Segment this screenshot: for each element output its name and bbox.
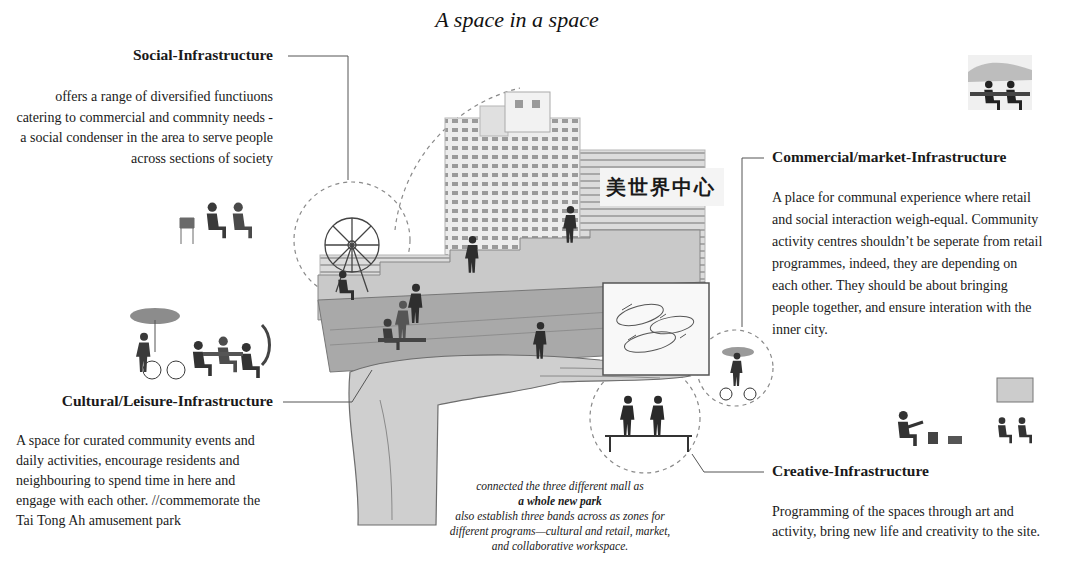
caption-note: connected the three different mall as (440, 479, 680, 494)
people (338, 206, 576, 359)
hand (380, 368, 680, 520)
bench-sitters (605, 396, 692, 452)
people (465, 236, 479, 273)
leisure-icon (262, 325, 270, 365)
creative-icon (948, 436, 962, 444)
section-body: A space for curated community events and… (16, 431, 274, 531)
people (533, 322, 547, 359)
framed-sketch (614, 300, 665, 330)
leader-lines (742, 158, 764, 327)
framed-sketch (614, 300, 695, 356)
leisure-icon (155, 320, 156, 352)
leisure-icon (167, 361, 185, 379)
hand (349, 355, 690, 525)
framed-sketch (622, 304, 686, 340)
framed-sketch (603, 283, 709, 375)
market-icon (968, 55, 1032, 110)
people (395, 301, 409, 340)
diagram-title: A space in a space (367, 6, 667, 34)
leader-lines (288, 56, 348, 180)
leisure-icon (143, 361, 161, 379)
section-body: Programming of the spaces through art an… (772, 502, 1044, 542)
ferris-wheel (325, 218, 379, 292)
leisure-icon (136, 333, 150, 372)
creative-icon (997, 378, 1033, 402)
creative-icon (905, 422, 923, 428)
leisure-icon (130, 308, 270, 379)
section-heading: Commercial/market-Infrastructure (772, 147, 1067, 167)
bike-rider (744, 388, 756, 400)
building-sign: 美世界中心 (606, 173, 728, 201)
leader-lines (692, 454, 764, 472)
framed-sketch (603, 283, 709, 375)
caption-note: a whole new park (440, 494, 680, 509)
framed-sketch (623, 328, 678, 356)
leader-lines (283, 56, 764, 472)
bike-rider (730, 353, 742, 386)
creative-icon (928, 432, 938, 444)
creative-icon (898, 378, 1033, 446)
creative-icon (998, 417, 1012, 443)
bench-sitters (650, 396, 664, 435)
building (515, 100, 523, 108)
chairs-icon (233, 203, 252, 239)
section-heading: Social-Infrastructure (20, 45, 273, 65)
section-body: offers a range of diversified functiuons… (16, 87, 273, 169)
market-icon (968, 55, 1032, 110)
bike-rider (720, 388, 732, 400)
creative-icon (1018, 417, 1032, 443)
building (505, 92, 550, 132)
people (338, 271, 354, 300)
people (563, 206, 577, 243)
hand (349, 355, 690, 525)
building (480, 106, 508, 136)
chairs-icon (180, 218, 194, 244)
section-body: A place for communal experience where re… (772, 187, 1044, 341)
people (378, 338, 426, 342)
leisure-icon (193, 341, 212, 376)
chairs-icon (180, 203, 252, 244)
leisure-icon (241, 343, 260, 378)
bike-rider (720, 347, 756, 400)
leader-lines (283, 370, 372, 402)
leisure-icon (203, 352, 243, 356)
people (408, 284, 422, 323)
chairs-icon (207, 203, 226, 239)
market-icon (970, 92, 1030, 96)
bench-sitters (620, 396, 634, 435)
building (532, 100, 540, 108)
section-heading: Cultural/Leisure-Infrastructure (20, 391, 273, 411)
market-icon (968, 63, 1032, 82)
section-heading: Creative-Infrastructure (772, 461, 1052, 481)
caption-note: also establish three bands across as zon… (440, 509, 680, 554)
bench-sitters (605, 436, 692, 452)
